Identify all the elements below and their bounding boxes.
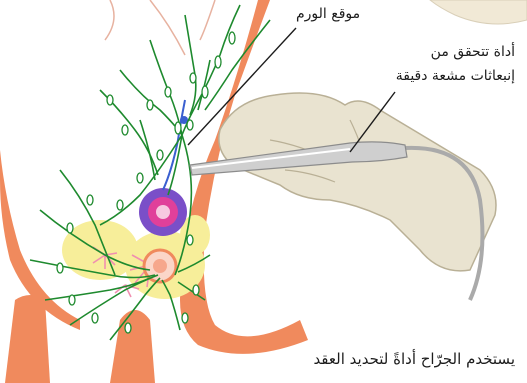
lower-tissue-mid [110, 310, 155, 383]
shoulder-outline [105, 0, 215, 55]
probe-label: أداة تتحقق من إنبعاثات مشعة دقيقة [396, 40, 515, 88]
upper-arm [430, 0, 527, 24]
tumor-site-label: موقع الورم [296, 6, 360, 23]
gloved-hand [219, 93, 496, 271]
lower-tissue-left [5, 295, 50, 383]
caption: يستخدم الجرّاح أداةً لتحديد العقد [313, 350, 515, 368]
probe-label-line-2: إنبعاثات مشعة دقيقة [396, 64, 515, 88]
lymphatic-network [30, 5, 270, 340]
probe-label-line-1: أداة تتحقق من [396, 40, 515, 64]
